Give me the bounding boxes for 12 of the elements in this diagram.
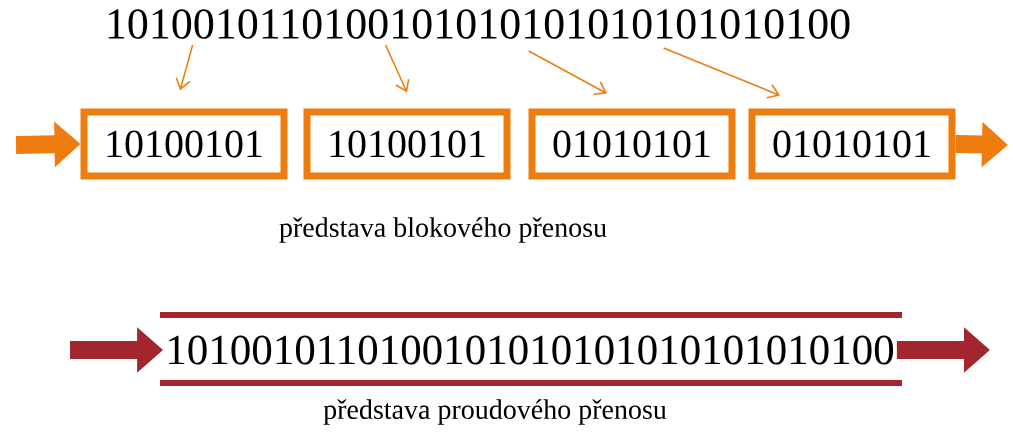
caption: představa proudového přenosu [323,399,667,425]
block-box: 01010101 [528,108,736,180]
arrow [527,50,607,96]
block-box: 10100101 [303,108,511,180]
block-box: 10100101 [80,108,288,180]
bit-stream: 1010010110100101010101010101010100 [169,335,894,365]
arrow [384,44,410,93]
arrow [175,44,194,91]
arrow [662,47,780,99]
bit-string: 1010010110100101010101010101010100 [108,9,850,39]
block-box: 01010101 [748,108,956,180]
caption: představa blokového přenosu [279,217,607,243]
